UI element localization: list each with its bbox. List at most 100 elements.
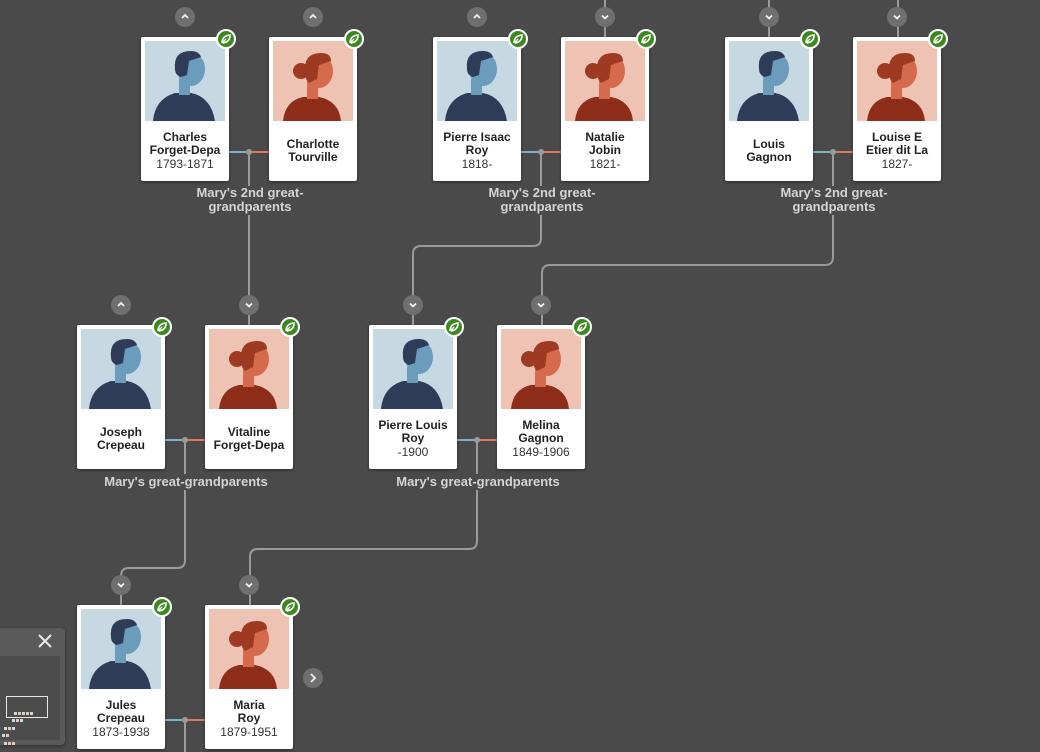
leaf-icon[interactable] — [636, 29, 656, 49]
leaf-icon[interactable] — [344, 29, 364, 49]
scroll-right-button[interactable] — [303, 668, 323, 688]
person-lifespan: 1827- — [881, 157, 913, 171]
relationship-caption: Mary's 2nd great- grandparents — [780, 185, 888, 214]
minimap-dot — [8, 727, 11, 730]
minimap-dot — [16, 719, 19, 722]
leaf-icon[interactable] — [216, 29, 236, 49]
chevron-down-icon — [893, 14, 901, 20]
person-name: Joseph Crepeau — [96, 425, 146, 452]
person-name: Maria Roy — [233, 698, 265, 725]
person-lifespan: 1849-1906 — [512, 445, 570, 459]
expand-parents-button[interactable] — [303, 7, 323, 27]
male-silhouette-icon — [373, 329, 453, 409]
chevron-down-icon — [245, 302, 253, 308]
female-silhouette-icon — [273, 41, 353, 121]
leaf-icon[interactable] — [928, 29, 948, 49]
person-card-charlotte[interactable]: Charlotte Tourville — [269, 37, 357, 181]
leaf-icon[interactable] — [800, 29, 820, 49]
expand-parents-button[interactable] — [467, 7, 487, 27]
leaf-icon[interactable] — [280, 597, 300, 617]
minimap-dot — [22, 712, 25, 715]
leaf-icon[interactable] — [152, 597, 172, 617]
chevron-up-icon — [309, 13, 317, 19]
minimap-dot — [4, 742, 7, 745]
collapse-parents-button[interactable] — [239, 295, 259, 315]
close-icon[interactable] — [36, 632, 54, 650]
minimap-dot — [30, 712, 33, 715]
leaf-icon[interactable] — [152, 317, 172, 337]
person-card-joseph[interactable]: Joseph Crepeau — [77, 325, 165, 469]
chevron-down-icon — [117, 582, 125, 588]
minimap-dot — [8, 742, 11, 745]
female-silhouette-icon — [857, 41, 937, 121]
minimap-panel[interactable] — [0, 628, 65, 745]
person-lifespan: 1818- — [461, 157, 493, 171]
female-silhouette-icon — [209, 329, 289, 409]
minimap-dot — [18, 712, 21, 715]
chevron-down-icon — [409, 302, 417, 308]
collapse-parents-button[interactable] — [595, 7, 615, 27]
minimap-dot — [2, 734, 5, 737]
person-card-pierre-louis[interactable]: Pierre Louis Roy-1900 — [369, 325, 457, 469]
minimap-dot — [20, 719, 23, 722]
person-card-louis[interactable]: Louis Gagnon — [725, 37, 813, 181]
chevron-down-icon — [245, 582, 253, 588]
person-name: Natalie Jobin — [585, 130, 625, 157]
person-name: Jules Crepeau — [96, 698, 146, 725]
collapse-parents-button[interactable] — [887, 7, 907, 27]
female-silhouette-icon — [565, 41, 645, 121]
chevron-right-icon — [310, 673, 317, 683]
leaf-icon[interactable] — [508, 29, 528, 49]
male-silhouette-icon — [437, 41, 517, 121]
expand-parents-button[interactable] — [175, 7, 195, 27]
leaf-icon[interactable] — [572, 317, 592, 337]
person-name: Pierre Louis Roy — [378, 418, 448, 445]
person-name: Melina Gagnon — [518, 418, 564, 445]
person-lifespan: 1821- — [589, 157, 621, 171]
chevron-up-icon — [473, 13, 481, 19]
person-name: Louis Gagnon — [746, 137, 792, 164]
minimap-view[interactable] — [0, 656, 60, 745]
relationship-caption: Mary's 2nd great- grandparents — [488, 185, 596, 214]
person-lifespan: -1900 — [397, 445, 429, 459]
person-name: Charlotte Tourville — [286, 137, 340, 164]
person-lifespan: 1873-1938 — [92, 725, 150, 739]
minimap-dot — [12, 727, 15, 730]
collapse-parents-button[interactable] — [759, 7, 779, 27]
male-silhouette-icon — [145, 41, 225, 121]
person-name: Charles Forget-Depa — [149, 130, 221, 157]
male-silhouette-icon — [729, 41, 809, 121]
chevron-down-icon — [765, 14, 773, 20]
person-lifespan: 1793-1871 — [156, 157, 214, 171]
chevron-up-icon — [181, 13, 189, 19]
person-name: Vitaline Forget-Depa — [213, 425, 285, 452]
minimap-dot — [14, 712, 17, 715]
relationship-caption: Mary's 2nd great- grandparents — [196, 185, 304, 214]
collapse-parents-button[interactable] — [403, 295, 423, 315]
minimap-viewport-frame[interactable] — [6, 696, 48, 718]
expand-parents-button[interactable] — [111, 295, 131, 315]
collapse-parents-button[interactable] — [239, 575, 259, 595]
collapse-parents-button[interactable] — [111, 575, 131, 595]
minimap-dot — [26, 712, 29, 715]
female-silhouette-icon — [501, 329, 581, 409]
person-lifespan: 1879-1951 — [220, 725, 278, 739]
leaf-icon[interactable] — [280, 317, 300, 337]
minimap-dot — [4, 727, 7, 730]
chevron-down-icon — [537, 302, 545, 308]
leaf-icon[interactable] — [444, 317, 464, 337]
person-card-vitaline[interactable]: Vitaline Forget-Depa — [205, 325, 293, 469]
minimap-dot — [6, 734, 9, 737]
person-name: Pierre Isaac Roy — [443, 130, 511, 157]
minimap-dot — [12, 742, 15, 745]
relationship-caption: Mary's great-grandparents — [396, 474, 560, 489]
collapse-parents-button[interactable] — [531, 295, 551, 315]
minimap-dot — [12, 719, 15, 722]
